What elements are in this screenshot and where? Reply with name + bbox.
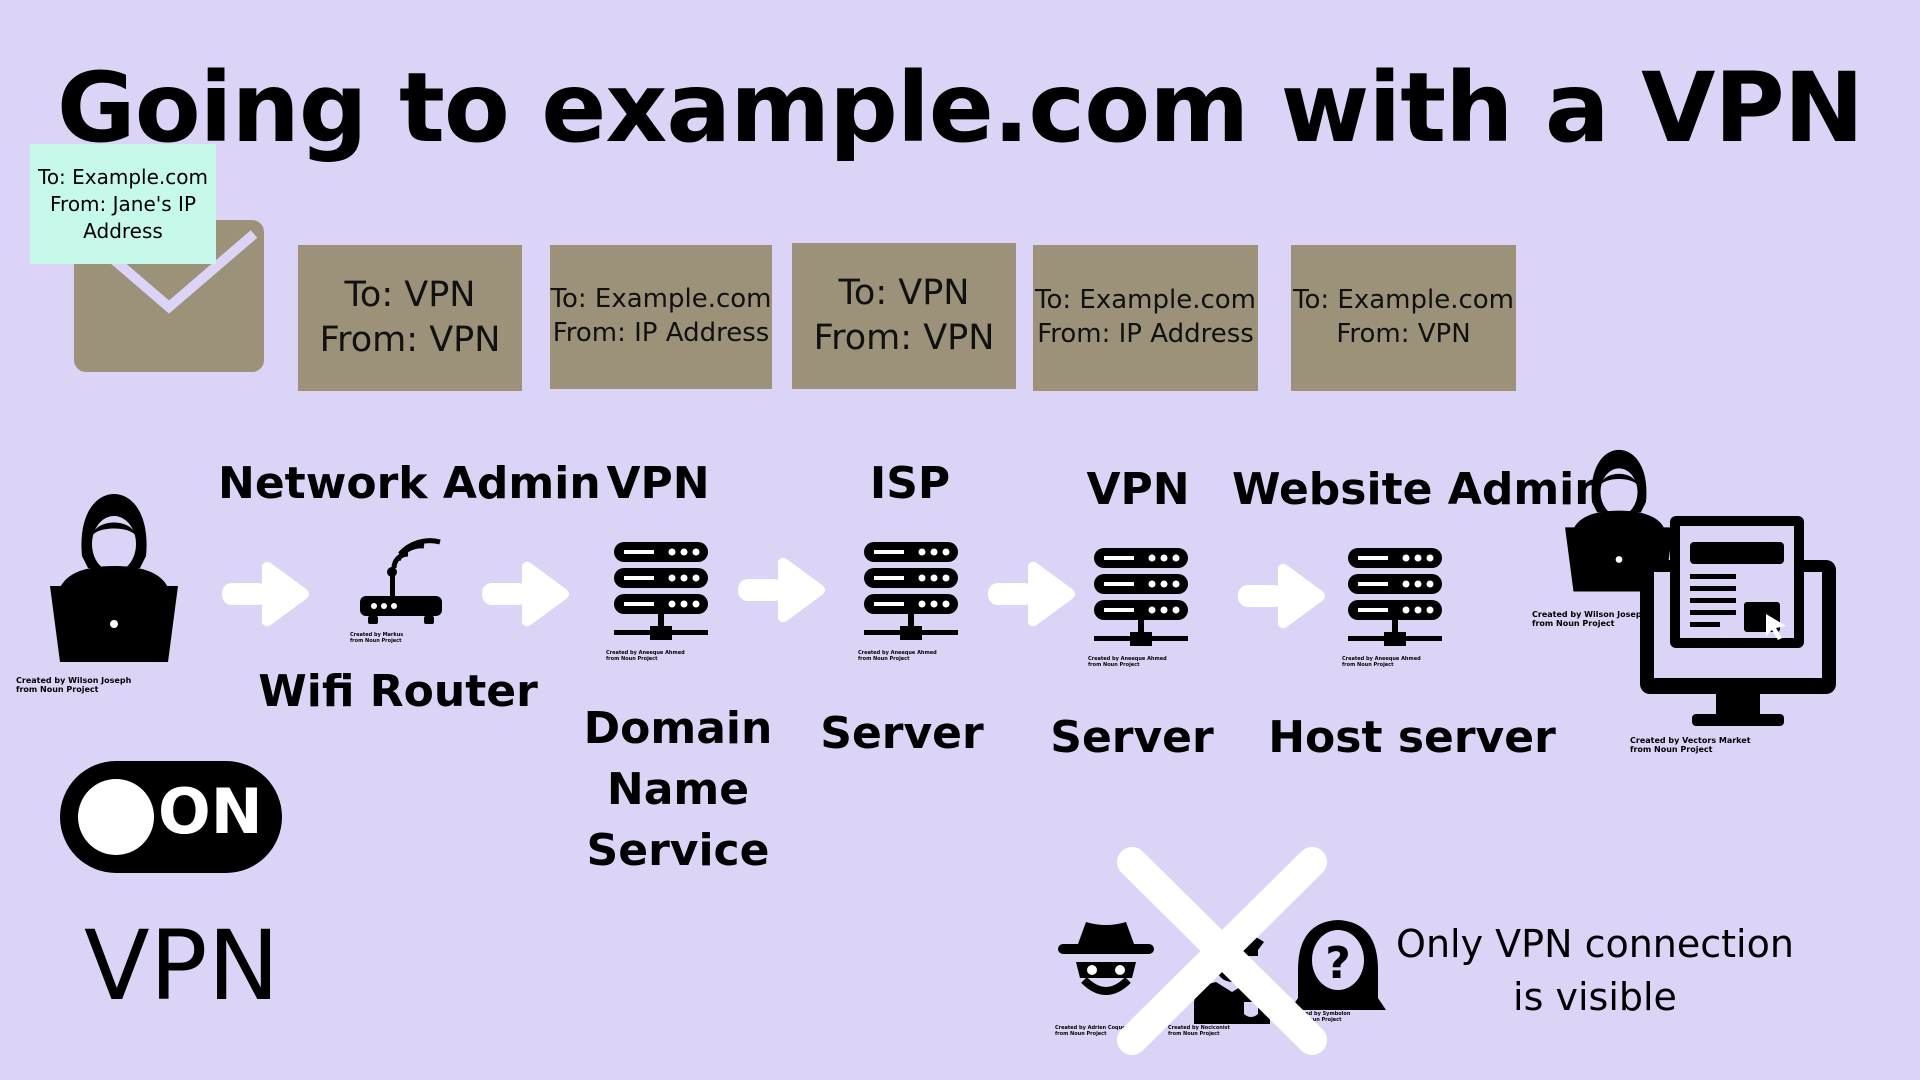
packet-to: To: VPN bbox=[838, 272, 970, 313]
svg-text:?: ? bbox=[1325, 938, 1351, 989]
server-icon bbox=[1348, 548, 1442, 646]
note-line: From: Jane's IP bbox=[49, 191, 196, 216]
credit-line: Created by Symbolon bbox=[1290, 1011, 1351, 1017]
credit-line: Created by Aneeque Ahmed bbox=[1342, 656, 1421, 662]
hacker-icon: ? bbox=[1290, 920, 1386, 1010]
credit-line: from Noun Project bbox=[1290, 1016, 1342, 1023]
packet-to: To: VPN bbox=[344, 274, 476, 315]
credit-line: from Noun Project bbox=[1088, 661, 1140, 668]
icon-credit: Created by Aneeque Ahmed from Noun Proje… bbox=[858, 650, 937, 662]
packet-from: From: VPN bbox=[1336, 319, 1471, 349]
credit-line: from Noun Project bbox=[1630, 744, 1713, 754]
packet-4: To: Example.com From: IP Address bbox=[1033, 245, 1258, 391]
arrow-right-icon bbox=[482, 561, 569, 627]
packet-3: To: VPN From: VPN bbox=[792, 243, 1016, 389]
arrow-right-icon bbox=[738, 557, 825, 623]
wifi-router-label: Wifi Router bbox=[258, 666, 538, 717]
note-line: is visible bbox=[1513, 975, 1677, 1020]
credit-line: Created by Markus bbox=[350, 632, 404, 638]
arrow-right-icon bbox=[222, 561, 309, 627]
packet-5: To: Example.com From: VPN bbox=[1291, 245, 1516, 391]
credit-line: from Noun Project bbox=[1342, 661, 1394, 668]
domain-name-service-label: Domain Name Service bbox=[558, 698, 798, 881]
note-line: Address bbox=[83, 218, 163, 243]
credit-line: Created by Aneeque Ahmed bbox=[858, 650, 937, 656]
arrow-right-icon bbox=[1238, 563, 1325, 629]
packet-from: From: VPN bbox=[319, 320, 501, 360]
packet-1: To: VPN From: VPN bbox=[298, 245, 522, 391]
person-laptop-icon bbox=[50, 494, 178, 662]
credit-line: from Noun Project bbox=[350, 637, 402, 644]
website-monitor-icon bbox=[1640, 516, 1836, 726]
icon-credit: Created by Symbolon from Noun Project bbox=[1290, 1011, 1351, 1023]
credit-line: Created by Vectors Market bbox=[1630, 736, 1751, 745]
vpn-toggle[interactable]: ON bbox=[60, 761, 282, 873]
icon-credit: Created by Wilson Joseph from Noun Proje… bbox=[1532, 610, 1648, 629]
credit-line: from Noun Project bbox=[1168, 1030, 1220, 1037]
icon-credit: Created by Adrien Coquet from Noun Proje… bbox=[1055, 1025, 1128, 1037]
toggle-knob bbox=[78, 779, 154, 855]
credit-line: Created by Wilson Joseph bbox=[16, 676, 132, 685]
visibility-note: Only VPN connection is visible bbox=[1390, 918, 1800, 1024]
packet-to: To: Example.com bbox=[550, 284, 772, 315]
page-title: Going to example.com with a VPN bbox=[56, 52, 1864, 164]
icon-credit: Created by Aneeque Ahmed from Noun Proje… bbox=[606, 650, 685, 662]
network-admin-label: Network Admin bbox=[218, 458, 601, 509]
vpn-server-top-label: VPN bbox=[1086, 464, 1190, 515]
credit-line: Created by Adrien Coquet bbox=[1055, 1025, 1128, 1031]
arrow-right-icon bbox=[988, 561, 1075, 627]
vpn-server-label: Server bbox=[1050, 712, 1214, 763]
packet-to: To: Example.com bbox=[1293, 285, 1514, 316]
credit-line: from Noun Project bbox=[16, 684, 99, 694]
packet-from: From: IP Address bbox=[1037, 319, 1254, 349]
credit-line: from Noun Project bbox=[1532, 618, 1615, 628]
icon-credit: Created by Markus from Noun Project bbox=[350, 632, 404, 644]
icon-credit: Created by Vectors Market from Noun Proj… bbox=[1630, 736, 1751, 755]
label-line: Domain bbox=[583, 703, 773, 754]
credit-line: Created by Aneeque Ahmed bbox=[1088, 656, 1167, 662]
label-line: Service bbox=[586, 825, 770, 876]
server-icon bbox=[864, 542, 958, 640]
vpn-label: VPN bbox=[84, 910, 280, 1022]
note-line: To: Example.com bbox=[38, 164, 208, 189]
server-icon bbox=[1094, 548, 1188, 646]
note-line: Only VPN connection bbox=[1396, 922, 1794, 966]
wifi-router-icon bbox=[360, 538, 442, 624]
label-line: Name bbox=[606, 764, 750, 815]
credit-line: from Noun Project bbox=[858, 655, 910, 662]
credit-line: from Noun Project bbox=[606, 655, 658, 662]
isp-server-label: Server bbox=[820, 708, 984, 759]
host-server-label: Host server bbox=[1268, 712, 1556, 763]
server-icon bbox=[614, 542, 708, 640]
credit-line: from Noun Project bbox=[1055, 1030, 1107, 1037]
packet-from: From: IP Address bbox=[552, 318, 770, 348]
vpn-dns-label: VPN bbox=[606, 458, 710, 509]
original-address-note: To: Example.com From: Jane's IP Address bbox=[30, 144, 216, 264]
icon-credit: Created by Aneeque Ahmed from Noun Proje… bbox=[1088, 656, 1167, 668]
packet-from: From: VPN bbox=[813, 318, 995, 358]
isp-label: ISP bbox=[869, 458, 951, 509]
icon-credit: Created by Aneeque Ahmed from Noun Proje… bbox=[1342, 656, 1421, 668]
spy-icon bbox=[1058, 922, 1154, 995]
icon-credit: Created by Wilson Joseph from Noun Proje… bbox=[16, 676, 132, 695]
website-admin-label: Website Admin bbox=[1232, 464, 1606, 515]
packet-2: To: Example.com From: IP Address bbox=[550, 245, 772, 389]
packet-to: To: Example.com bbox=[1035, 285, 1256, 316]
credit-line: Created by Aneeque Ahmed bbox=[606, 650, 685, 656]
toggle-state-label: ON bbox=[158, 775, 263, 848]
credit-line: Created by Wilson Joseph bbox=[1532, 610, 1648, 619]
credit-line: Created by Nociconist bbox=[1168, 1025, 1230, 1031]
cross-out-icon bbox=[1117, 847, 1327, 1055]
icon-credit: Created by Nociconist from Noun Project bbox=[1168, 1025, 1230, 1037]
